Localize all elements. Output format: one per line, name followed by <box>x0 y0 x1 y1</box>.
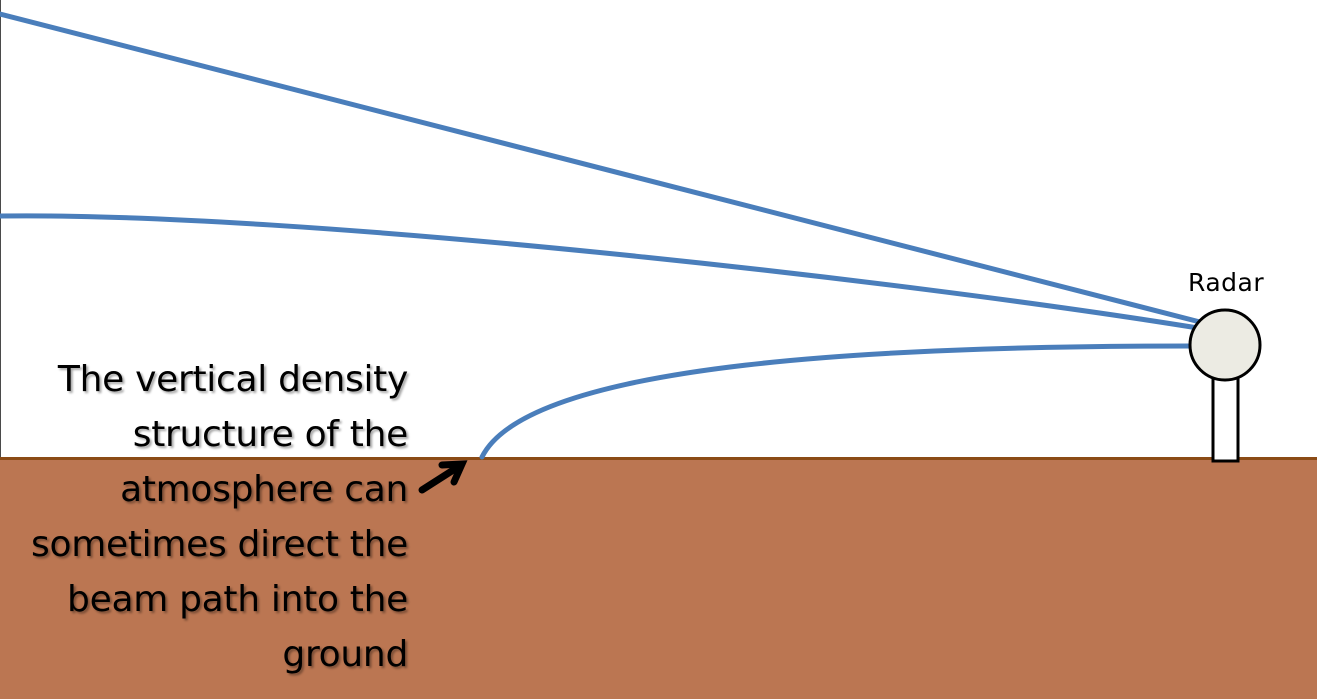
caption-line: The vertical density <box>57 359 408 400</box>
caption-line: ground <box>282 634 408 675</box>
upward-beam-path <box>0 11 1203 325</box>
radar-label: Radar <box>1188 268 1265 297</box>
caption-text: The vertical density structure of the at… <box>0 352 408 682</box>
caption-line: sometimes direct the <box>31 524 408 565</box>
pointer-arrow-icon <box>418 460 468 494</box>
ducted-beam-path <box>479 343 1196 460</box>
normal-beam-path <box>0 213 1201 331</box>
caption-line: beam path into the <box>67 579 408 620</box>
radar-dome <box>1188 308 1262 382</box>
left-border-line <box>0 0 1 457</box>
caption-line: atmosphere can <box>120 469 408 510</box>
caption-line: structure of the <box>132 414 409 455</box>
radar-tower <box>1211 376 1240 463</box>
ground <box>0 457 1317 699</box>
